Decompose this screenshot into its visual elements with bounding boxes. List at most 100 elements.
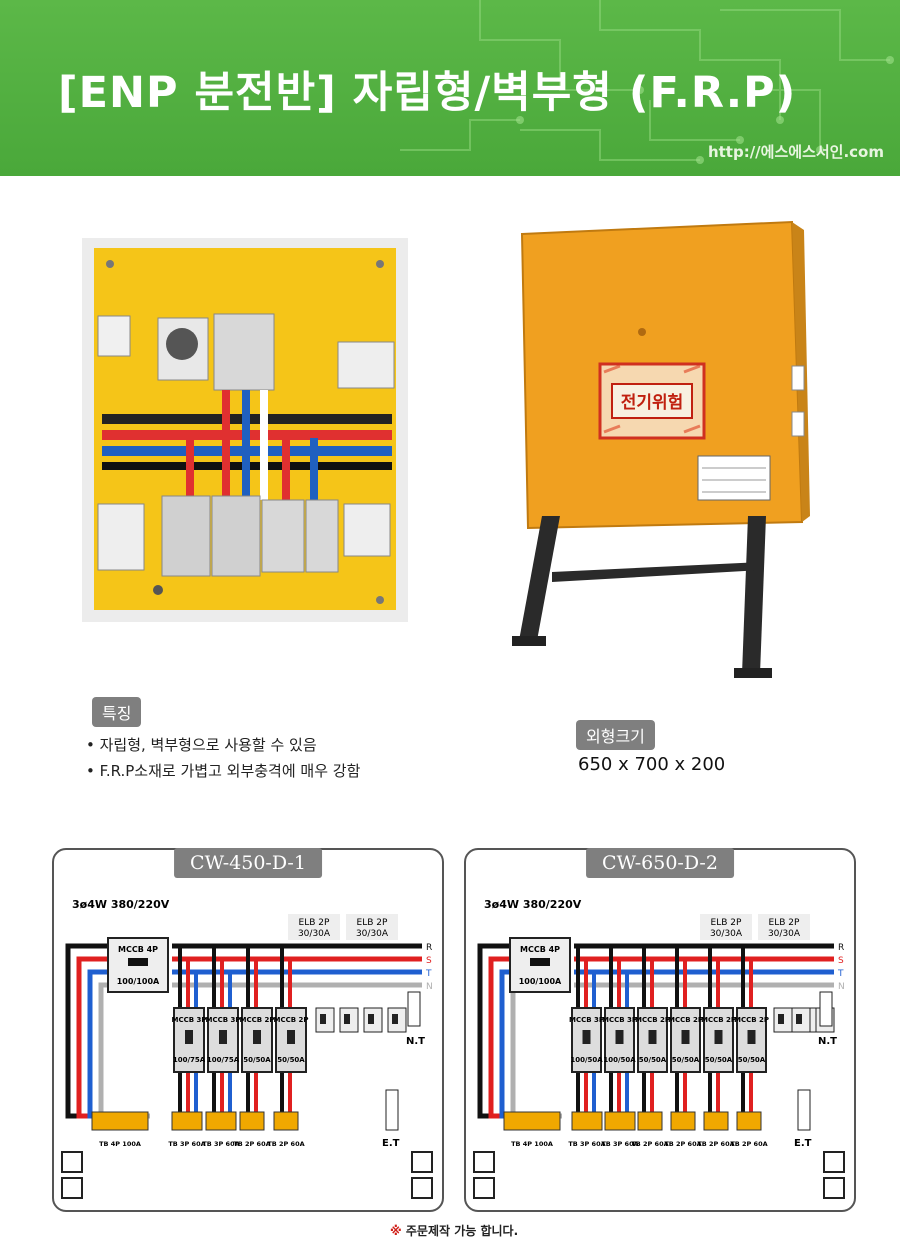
danger-sign: 전기위험 [621, 392, 684, 413]
branch-breaker-label: MCCB 2P [239, 1016, 274, 1024]
feature-item: • F.R.P소재로 가볍고 외부충격에 매우 강함 [86, 762, 361, 780]
branch-breaker-label: MCCB 2P [668, 1016, 703, 1024]
breaker-switch [714, 1030, 723, 1044]
diagram-title: CW-650-D-2 [586, 848, 734, 878]
branch-breaker-rating: 100/75A [173, 1056, 206, 1064]
branch-breaker-label: MCCB 3P [569, 1016, 604, 1024]
elb-label: ELB 2P [357, 918, 388, 928]
elb-label-box [346, 914, 398, 940]
branch-breaker-label: MCCB 2P [734, 1016, 769, 1024]
branch-breaker-rating: 50/50A [705, 1056, 733, 1064]
mounting-block [411, 1151, 433, 1173]
elb-rating: 30/30A [298, 929, 331, 939]
phase-label: T [837, 969, 844, 979]
phase-label: R [426, 943, 432, 953]
breaker-switch [287, 1030, 295, 1044]
elb-rating: 30/30A [710, 929, 743, 939]
terminal-block-label: TB 2P 60A [631, 1140, 668, 1148]
note-mark: ※ [390, 1224, 402, 1238]
earth-terminal [797, 1089, 811, 1131]
breaker-switch [747, 1030, 756, 1044]
branch-breaker-label: MCCB 3P [205, 1016, 240, 1024]
feed-wire [499, 969, 550, 1119]
elb-label-box [288, 914, 340, 940]
terminal-block [171, 1111, 203, 1131]
terminal-block [736, 1111, 762, 1131]
mounting-block [823, 1177, 845, 1199]
terminal-block [637, 1111, 663, 1131]
breaker-switch [219, 1030, 227, 1044]
main-breaker-label: MCCB 4P [520, 945, 560, 954]
breaker-switch [253, 1030, 261, 1044]
site-url[interactable]: http://에스에스서인.com [707, 143, 884, 161]
terminal-block-label: TB 2P 60A [664, 1140, 701, 1148]
panel-interior-photo [82, 238, 408, 622]
mounting-block [61, 1151, 83, 1173]
frp-cabinet-photo: 전기위험 [512, 216, 812, 686]
custom-order-note: ※ 주문제작 가능 합니다. [390, 1222, 518, 1239]
neutral-terminal-label: N.T [818, 1036, 837, 1047]
branch-breaker-label: MCCB 2P [635, 1016, 670, 1024]
mounting-block [473, 1177, 495, 1199]
branch-breaker-label: MCCB 3P [171, 1016, 206, 1024]
feed-wire [510, 982, 562, 1119]
terminal-block [670, 1111, 696, 1131]
branch-breaker-rating: 100/75A [207, 1056, 240, 1064]
circuit-pattern [400, 0, 894, 164]
elb-label-box [700, 914, 752, 940]
neutral-terminal [407, 991, 421, 1027]
terminal-block-label: TB 2P 60A [233, 1140, 270, 1148]
mounting-block [473, 1151, 495, 1173]
terminal-block-label: TB 2P 60A [267, 1140, 304, 1148]
terminal-block-label: TB 4P 100A [99, 1140, 141, 1148]
terminal-block-label: TB 3P 60A [202, 1140, 239, 1148]
breaker-switch [392, 1014, 398, 1024]
breaker-switch [530, 958, 550, 966]
neutral-terminal-label: N.T [406, 1036, 425, 1047]
elb-label: ELB 2P [711, 918, 742, 928]
main-breaker-rating: 100/100A [519, 977, 562, 986]
mounting-block [61, 1177, 83, 1199]
breaker-switch [185, 1030, 193, 1044]
phase-label: N [426, 982, 433, 992]
terminal-block-label: TB 2P 60A [697, 1140, 734, 1148]
breaker-switch [368, 1014, 374, 1024]
breaker-switch [582, 1030, 591, 1044]
breaker-switch [128, 958, 148, 966]
note-text: 주문제작 가능 합니다. [405, 1224, 519, 1238]
elb-rating: 30/30A [356, 929, 389, 939]
feature-item: • 자립형, 벽부형으로 사용할 수 있음 [86, 736, 317, 754]
branch-breaker-label: MCCB 3P [602, 1016, 637, 1024]
phase-label: R [838, 943, 844, 953]
elb-label: ELB 2P [299, 918, 330, 928]
breaker-switch [681, 1030, 690, 1044]
size-value: 650 x 700 x 200 [578, 754, 726, 775]
size-label: 외형크기 [576, 720, 655, 750]
terminal-block-label: TB 2P 60A [730, 1140, 767, 1148]
branch-breaker-rating: 100/50A [603, 1056, 636, 1064]
elb-rating: 30/30A [768, 929, 801, 939]
branch-breaker-label: MCCB 2P [701, 1016, 736, 1024]
mounting-block [823, 1151, 845, 1173]
earth-terminal-label: E.T [382, 1138, 400, 1149]
main-breaker-rating: 100/100A [117, 977, 160, 986]
diagram-title: CW-450-D-1 [174, 848, 322, 878]
terminal-block [273, 1111, 299, 1131]
terminal-block-label: TB 3P 60A [601, 1140, 638, 1148]
terminal-block [604, 1111, 636, 1131]
terminal-block [503, 1111, 561, 1131]
branch-breaker-rating: 50/50A [243, 1056, 271, 1064]
phase-label: T [425, 969, 432, 979]
page-title: [ENP 분전반] 자립형/벽부형 (F.R.P) [58, 68, 797, 118]
supply-label: 3ø4W 380/220V [484, 898, 582, 911]
feed-wire [98, 982, 150, 1119]
earth-terminal-label: E.T [794, 1138, 812, 1149]
breaker-switch [320, 1014, 326, 1024]
neutral-terminal [819, 991, 833, 1027]
earth-terminal [385, 1089, 399, 1131]
branch-breaker-rating: 50/50A [738, 1056, 766, 1064]
phase-label: S [838, 956, 844, 966]
terminal-block [91, 1111, 149, 1131]
